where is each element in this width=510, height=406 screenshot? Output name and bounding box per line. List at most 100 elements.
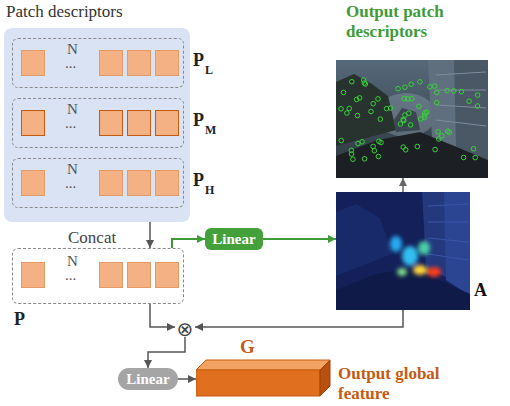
keypoint-dot xyxy=(433,147,438,152)
attention-map: A xyxy=(336,192,488,310)
node-text: ... xyxy=(65,55,76,72)
keypoint-dot xyxy=(350,79,355,84)
node-text: H xyxy=(205,183,214,198)
keypoint-dot xyxy=(361,78,366,83)
descriptor-square xyxy=(99,50,123,76)
keypoint-dot xyxy=(422,115,427,120)
keypoint-dot xyxy=(418,80,423,85)
keypoint-dot xyxy=(371,101,376,106)
keypoint-dot xyxy=(406,97,411,102)
node-text: ⊗ xyxy=(175,317,195,341)
node-text: ... xyxy=(65,175,76,192)
keypoint-dot xyxy=(432,84,437,89)
linear-box: Linear xyxy=(205,228,263,250)
keypoint-dot xyxy=(407,111,412,116)
descriptor-row: N...PL xyxy=(12,38,184,88)
node-text: P xyxy=(193,170,204,191)
keypoint-dot xyxy=(445,129,450,134)
arrow-head xyxy=(399,178,407,186)
keypoint-dot xyxy=(355,113,360,118)
arrow-head xyxy=(188,375,196,383)
multiply-symbol: ⊗ xyxy=(175,317,195,337)
keypoint-dot xyxy=(403,85,408,90)
arrow-head xyxy=(328,235,336,243)
keypoint-dot xyxy=(440,134,445,139)
keypoint-dot xyxy=(341,90,346,95)
descriptor-square xyxy=(155,110,179,136)
descriptor-square xyxy=(155,50,179,76)
descriptor-square xyxy=(127,50,151,76)
descriptor-square xyxy=(99,170,123,196)
descriptor-square xyxy=(21,110,45,136)
node-text: M xyxy=(205,123,216,138)
keypoint-dot xyxy=(461,155,466,160)
output-image: Output patch descriptors xyxy=(336,2,488,178)
descriptor-square xyxy=(21,262,45,288)
keypoint-dot xyxy=(435,90,440,95)
keypoint-dot xyxy=(402,118,407,123)
keypoint-dot xyxy=(351,157,356,162)
concat-row: N...P xyxy=(12,248,184,304)
node-text: Output global feature xyxy=(338,364,464,404)
arrow-head xyxy=(167,323,175,331)
edge-label: Concat xyxy=(68,228,116,248)
connector xyxy=(195,310,403,327)
keypoint-dot xyxy=(376,97,381,102)
global-feature-bar xyxy=(196,356,332,400)
global-feature: G Output global feature xyxy=(196,338,468,404)
descriptor-square xyxy=(127,110,151,136)
keypoint-dot xyxy=(475,104,480,109)
keypoint-dot xyxy=(349,152,354,157)
keypoint-dot xyxy=(408,123,413,128)
connector xyxy=(148,337,185,368)
keypoint-dot xyxy=(434,100,439,105)
keypoint-dot xyxy=(356,141,361,146)
keypoint-dot xyxy=(425,110,430,115)
keypoint-dot xyxy=(436,130,441,135)
keypoint-dot xyxy=(452,89,457,94)
keypoint-dot xyxy=(467,99,472,104)
keypoint-dot xyxy=(339,138,344,143)
node-text: Output patch descriptors xyxy=(346,2,486,42)
node-text: L xyxy=(205,63,213,78)
street-scene-image xyxy=(336,60,488,178)
keypoint-dot xyxy=(459,89,464,94)
descriptor-square xyxy=(127,262,151,288)
keypoint-dot xyxy=(415,144,420,149)
node-text: Linear xyxy=(126,371,169,388)
keypoint-dot xyxy=(362,157,367,162)
descriptor-square xyxy=(99,262,123,288)
keypoint-dot xyxy=(475,93,480,98)
keypoint-dot xyxy=(428,85,433,90)
keypoint-dot xyxy=(445,88,450,93)
arrow-head xyxy=(144,360,152,368)
descriptor-square xyxy=(155,170,179,196)
node-text: P xyxy=(193,110,204,131)
node-text: G xyxy=(240,336,255,358)
keypoint-dot xyxy=(378,117,383,122)
node-text: Linear xyxy=(212,231,255,248)
keypoint-dot xyxy=(347,106,352,111)
linear-box: Linear xyxy=(118,368,178,390)
descriptor-square xyxy=(99,110,123,136)
attention-map-image xyxy=(336,192,470,310)
descriptor-square xyxy=(155,262,179,288)
arrow-head xyxy=(195,323,203,331)
keypoint-dot xyxy=(371,144,376,149)
keypoint-dot xyxy=(377,139,382,144)
arrow-head xyxy=(197,235,205,243)
descriptor-row: N...PH xyxy=(12,158,184,208)
keypoint-dot xyxy=(473,155,478,160)
descriptor-square xyxy=(21,50,45,76)
connector xyxy=(150,304,175,327)
node-text: ... xyxy=(65,267,76,284)
descriptor-row: N...PM xyxy=(12,98,184,148)
node-text: A xyxy=(474,280,487,301)
keypoint-dot xyxy=(376,154,381,159)
keypoint-dot xyxy=(357,96,362,101)
descriptor-square xyxy=(127,170,151,196)
keypoint-dot xyxy=(417,104,422,109)
keypoint-dot xyxy=(345,111,350,116)
node-text: P xyxy=(14,309,25,330)
